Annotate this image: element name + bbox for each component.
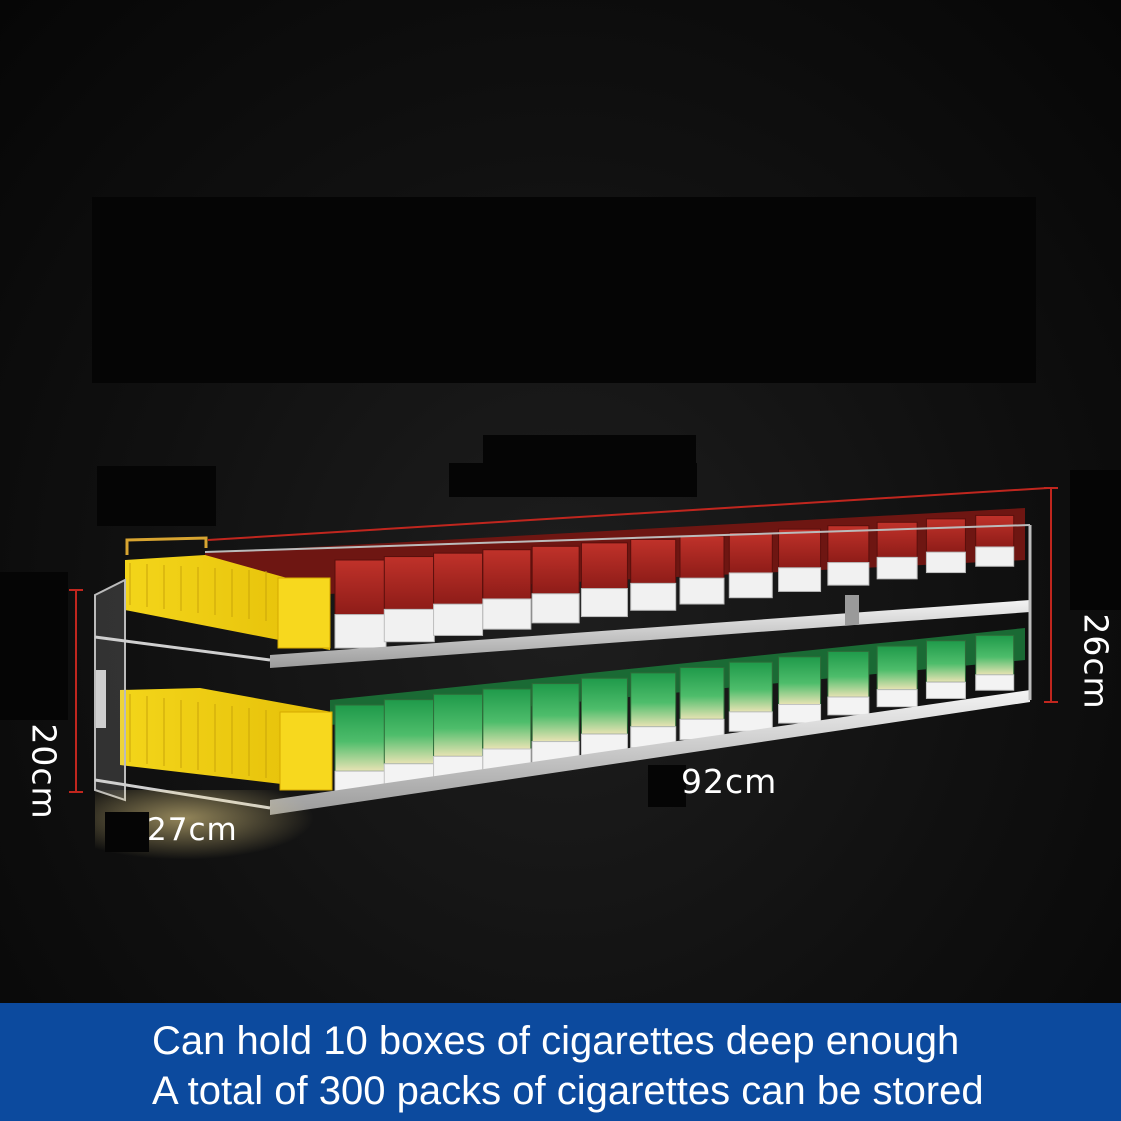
width-dimension-line [207, 487, 1049, 541]
red-pack [925, 518, 966, 553]
red-pack [630, 538, 677, 584]
pack-label [630, 582, 677, 611]
green-pack [383, 699, 435, 765]
red-pack [383, 556, 435, 610]
green-pack [778, 656, 822, 706]
pack-label [433, 603, 484, 636]
pack-label [876, 556, 918, 580]
upper-shelf-lip [270, 600, 1030, 668]
redacted-title-block [92, 197, 1036, 383]
green-pack [433, 693, 484, 757]
caption-line-2: A total of 300 packs of cigarettes can b… [152, 1069, 984, 1113]
green-pack [827, 650, 870, 698]
right-height-dimension-line [1044, 487, 1058, 703]
pack-label [334, 614, 387, 649]
pack-label [482, 598, 532, 630]
height-left-label: 20cm [24, 723, 64, 820]
pack-label [975, 674, 1015, 691]
red-pack [482, 549, 532, 600]
left-height-dimension-line [69, 589, 83, 793]
red-pack [679, 535, 725, 579]
green-pack [728, 661, 773, 713]
pack-label [778, 704, 822, 724]
redacted-label-depth [105, 812, 149, 852]
caption-line-1: Can hold 10 boxes of cigarettes deep eno… [152, 1019, 960, 1063]
pack-label [827, 562, 870, 586]
green-pack [531, 683, 580, 743]
yellow-pack-edges [129, 563, 267, 778]
pack-label [827, 696, 870, 716]
red-pack [334, 559, 387, 616]
pack-label [778, 567, 822, 592]
upper-tier-front-packs [334, 514, 1015, 649]
redacted-label-middle [449, 463, 697, 497]
width-label: 92cm [681, 762, 778, 801]
red-pack [580, 542, 628, 590]
yellow-packs-lower [120, 688, 333, 791]
shelf-frame [94, 524, 1032, 815]
red-pack [531, 545, 580, 595]
red-pack [728, 532, 773, 574]
yellow-packs-upper [125, 555, 331, 650]
green-pack [876, 645, 918, 691]
green-pack [925, 640, 966, 683]
height-right-label: 26cm [1076, 613, 1116, 710]
red-pack [778, 528, 822, 569]
pack-label [925, 551, 966, 574]
lower-shelf-lip [270, 690, 1030, 815]
caption-bar: Can hold 10 boxes of cigarettes deep eno… [0, 1003, 1121, 1121]
redacted-label-far-left [0, 572, 68, 720]
red-pack [975, 514, 1015, 548]
depth-top-indicator [125, 536, 208, 555]
red-pack [433, 552, 484, 605]
green-pack [630, 672, 677, 728]
redacted-label-bottom-mid [648, 765, 686, 807]
redacted-label-right [1070, 470, 1121, 610]
red-pack [876, 521, 918, 558]
pack-label [383, 608, 435, 643]
green-pack [580, 677, 628, 735]
pack-label [580, 588, 628, 618]
green-pack [975, 634, 1015, 676]
green-pack [334, 704, 387, 772]
pack-label [679, 577, 725, 605]
pack-label [925, 681, 966, 699]
pack-label [531, 593, 580, 624]
pack-label [975, 546, 1015, 567]
green-pack [482, 688, 532, 750]
green-pack [679, 667, 725, 720]
pack-label [728, 572, 773, 599]
depth-label: 27cm [147, 812, 238, 848]
redacted-label-left [97, 466, 216, 526]
pack-label [876, 689, 918, 708]
